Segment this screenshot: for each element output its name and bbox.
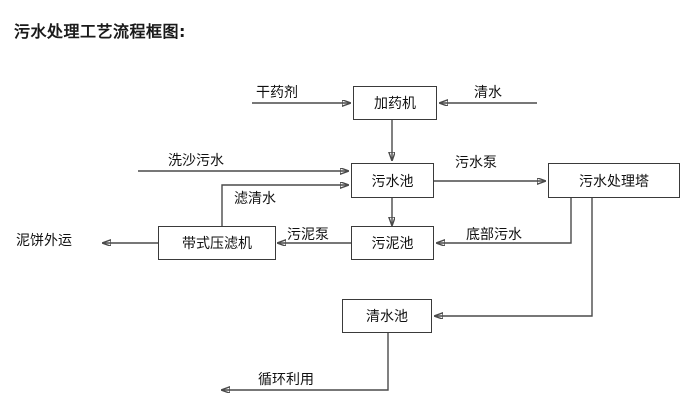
page-title: 污水处理工艺流程框图: [14,22,186,41]
edge-label-filtered-clear-water: 滤清水 [234,191,276,207]
edge-label-clean-water-in: 清水 [474,85,502,101]
edge-label-bottom-sewage: 底部污水 [466,227,522,243]
node-label: 加药机 [374,96,416,112]
node-label: 清水池 [366,309,408,325]
edge-label-dry-chemical: 干药剂 [256,85,298,101]
node-dosing-machine[interactable]: 加药机 [353,86,437,120]
edge-label-recycling-reuse: 循环利用 [258,372,314,388]
node-label: 污水处理塔 [579,173,649,190]
edge-label-sewage-pump: 污水泵 [455,155,497,171]
node-label: 污水池 [371,173,414,190]
node-treatment-tower[interactable]: 污水处理塔 [548,163,680,198]
node-label: 污泥池 [371,236,414,252]
node-sewage-pool[interactable]: 污水池 [351,163,434,198]
node-sludge-pool[interactable]: 污泥池 [351,226,434,260]
edge-label-sludge-pump: 污泥泵 [287,227,329,243]
edge-label-sand-washing-sewage: 洗沙污水 [168,153,224,169]
edge-label-mud-cake-transport: 泥饼外运 [16,233,72,249]
node-clean-water-pool[interactable]: 清水池 [342,299,432,333]
node-belt-filter-press[interactable]: 带式压滤机 [158,226,276,260]
node-label: 带式压滤机 [182,236,252,252]
